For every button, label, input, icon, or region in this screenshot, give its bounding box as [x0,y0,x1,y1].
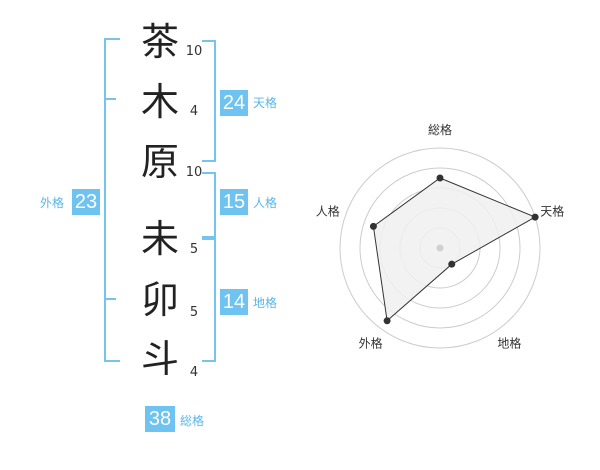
stroke-count-2: 4 [189,104,199,119]
tenkaku-label: 天格 [253,96,278,110]
gaikaku-bracket [104,38,120,362]
radar-points [369,174,539,325]
soukaku-badge: 38 [145,406,175,432]
name-char-4: 未 [140,217,179,261]
stroke-count-4: 5 [189,242,199,257]
jinkaku-bracket [202,172,216,238]
chikaku-bracket [202,238,216,362]
gaikaku-label: 外格 [40,196,65,210]
radar-point-2 [531,213,539,221]
name-char-6: 斗 [140,337,179,381]
gaikaku-tick-top [104,98,116,100]
tenkaku-badge: 24 [220,90,248,116]
radar-axis-label-3: 地格 [497,336,521,351]
radar-axis-label-1: 総格 [428,122,452,137]
jinkaku-badge: 15 [220,189,248,215]
radar-polygon [372,177,537,322]
radar-center-dot [436,244,444,252]
radar-axis-label-2: 天格 [540,204,564,219]
gaikaku-tick-bottom [104,298,116,300]
radar-grid-ring [359,167,521,329]
chikaku-badge: 14 [220,289,248,315]
name-char-1: 茶 [140,20,179,64]
stroke-count-6: 4 [189,365,199,380]
name-char-5: 卯 [140,278,179,322]
soukaku-label: 総格 [180,414,205,428]
radar-point-5 [369,222,377,230]
name-char-3: 原 [140,140,179,184]
chikaku-label: 地格 [253,296,278,310]
radar-point-4 [383,317,391,325]
gaikaku-badge: 23 [72,189,100,215]
radar-point-1 [436,174,444,182]
radar-axis-label-4: 外格 [359,336,383,351]
stroke-count-5: 5 [189,305,199,320]
radar-grid-ring [339,147,541,349]
jinkaku-label: 人格 [253,196,278,210]
stroke-count-3: 10 [185,165,203,180]
radar-point-3 [448,260,456,268]
tenkaku-bracket [202,40,216,162]
stroke-count-1: 10 [185,44,203,59]
name-char-2: 木 [140,80,179,124]
radar-axis-label-5: 人格 [316,204,340,219]
